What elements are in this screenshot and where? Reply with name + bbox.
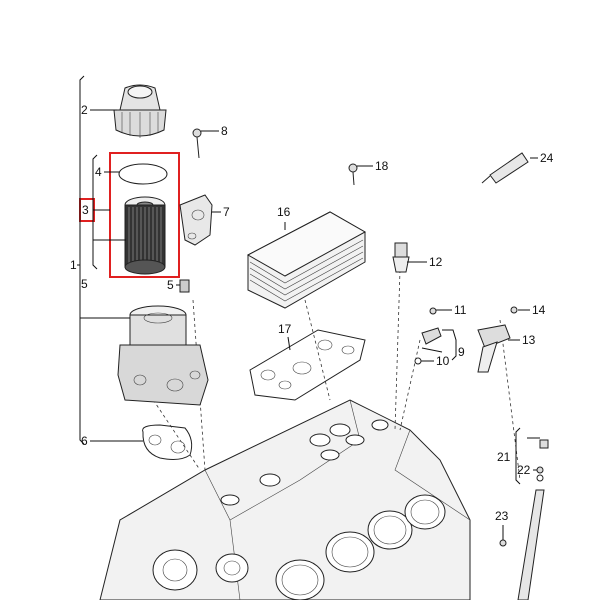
- oil-cooler: [246, 211, 367, 309]
- callout-10: 10: [436, 354, 450, 368]
- clip: [179, 279, 190, 293]
- dipstick-guide: [499, 439, 549, 600]
- bolt-18: [348, 163, 358, 186]
- callout-21: 21: [497, 450, 511, 464]
- callout-12: 12: [429, 255, 443, 269]
- callout-9: 9: [458, 345, 465, 359]
- callout-7: 7: [223, 205, 230, 219]
- callout-13: 13: [522, 333, 536, 347]
- callout-22: 22: [517, 463, 531, 477]
- sealant-tube: [481, 152, 529, 184]
- callout-1: 1: [70, 258, 77, 272]
- o-ring: [118, 163, 168, 185]
- callout-16: 16: [277, 205, 291, 219]
- leader-lines: [77, 75, 540, 540]
- seal-10: [414, 357, 422, 365]
- oil-filter-element: [124, 196, 166, 275]
- callout-11: 11: [454, 303, 467, 317]
- callout-23: 23: [495, 509, 509, 523]
- bolt-14: [510, 306, 518, 314]
- callout-24: 24: [540, 151, 554, 165]
- callout-18: 18: [375, 159, 389, 173]
- bolt-8: [192, 128, 202, 159]
- callout-6: 6: [81, 434, 88, 448]
- housing-gasket: [142, 424, 193, 460]
- callout-2: 2: [81, 103, 88, 117]
- sender-unit: [392, 242, 410, 273]
- callout-5-housing: 5: [81, 277, 88, 291]
- sensor-13: [477, 324, 511, 373]
- oil-filter-cap: [113, 84, 167, 138]
- callout-14: 14: [532, 303, 546, 317]
- callout-labels: 1 2 3 4 5 5 6 7 8 9 10 11 12 13 14 16 17…: [70, 103, 554, 523]
- callout-17: 17: [278, 322, 292, 336]
- bolt-11: [429, 307, 437, 315]
- highlight-box-filter: [109, 152, 180, 278]
- callout-8: 8: [221, 124, 228, 138]
- cooler-gasket: [249, 329, 366, 401]
- callout-4: 4: [95, 165, 102, 179]
- engine-block: [99, 399, 471, 600]
- callout-5-clip: 5: [167, 278, 174, 292]
- fitting-9: [421, 327, 442, 345]
- callout-3: 3: [82, 203, 89, 217]
- oil-filter-housing: [117, 305, 209, 406]
